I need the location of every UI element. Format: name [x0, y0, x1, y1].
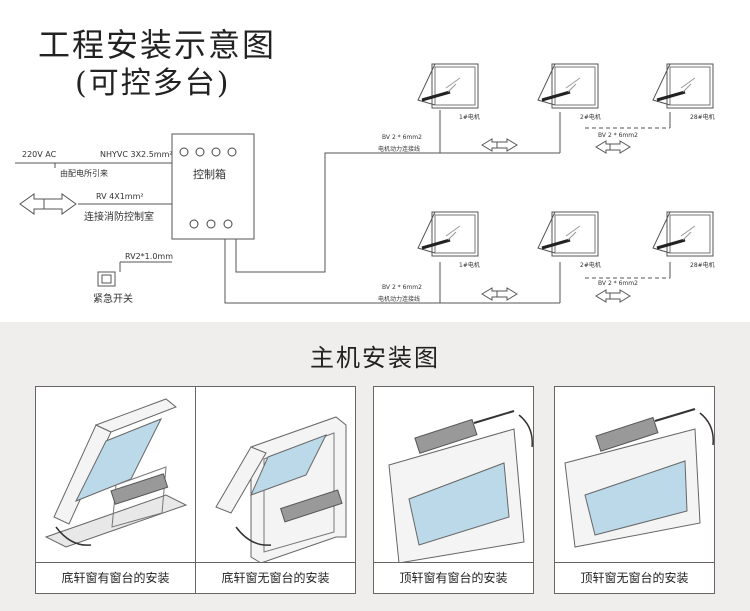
- fire-room-label: 连接消防控制室: [84, 212, 154, 223]
- cable3-label: RV2*1.0mm: [125, 252, 173, 261]
- motor-28-top: 28#电机: [690, 114, 715, 121]
- install-panel-3: 顶轩窗有窗台的安装: [373, 386, 534, 594]
- bottom-hinge-sill-illustration: [44, 398, 188, 548]
- install-panel-2: 底轩窗无窗台的安装: [195, 386, 356, 594]
- source-label: 由配电所引来: [60, 169, 108, 178]
- controller-label: 控制箱: [193, 168, 226, 181]
- cable2-label: RV 4X1mm²: [96, 192, 144, 201]
- window-icons: [416, 62, 715, 258]
- bottom-hinge-no-sill-illustration: [215, 416, 347, 563]
- motor-2-bottom: 2#电机: [580, 262, 601, 269]
- install-panel-1: 底轩窗有窗台的安装: [35, 386, 196, 594]
- motor-cable-spec-top: BV 2 * 6mm2: [382, 134, 422, 141]
- panel-4-caption: 顶轩窗无窗台的安装: [555, 562, 714, 593]
- motor-28-bottom: 28#电机: [690, 262, 715, 269]
- cable1-label: NHYVC 3X2.5mm²: [100, 150, 173, 159]
- motor-cable-spec-right-top: BV 2 * 6mm2: [598, 132, 638, 139]
- motor-cable-spec-bottom: BV 2 * 6mm2: [382, 284, 422, 291]
- installation-title: 主机安装图: [310, 344, 440, 372]
- motor-2-top: 2#电机: [580, 114, 601, 121]
- panel-3-caption: 顶轩窗有窗台的安装: [374, 562, 533, 593]
- panel-2-caption: 底轩窗无窗台的安装: [196, 562, 355, 593]
- motor-1-top: 1#电机: [459, 114, 480, 121]
- motor-cable-name-top: 电机动力连接线: [378, 146, 421, 153]
- motor-1-bottom: 1#电机: [459, 262, 480, 269]
- diagram-title: 工程安装示意图: [38, 26, 277, 64]
- top-hinge-sill-illustration: [388, 410, 533, 563]
- motor-cable-spec-right-bottom: BV 2 * 6mm2: [598, 280, 638, 287]
- power-label: 220V AC: [22, 150, 57, 159]
- diagram-subtitle: (可控多台): [75, 66, 231, 101]
- top-hinge-no-sill-illustration: [564, 408, 714, 548]
- wiring-lines: [15, 110, 671, 304]
- wiring-diagram-area: 工程安装示意图 (可控多台): [15, 26, 715, 305]
- panel-1-caption: 底轩窗有窗台的安装: [36, 562, 195, 593]
- emergency-switch-label: 紧急开关: [93, 294, 133, 305]
- install-panel-4: 顶轩窗无窗台的安装: [554, 386, 715, 594]
- motor-cable-name-bottom: 电机动力连接线: [378, 296, 421, 303]
